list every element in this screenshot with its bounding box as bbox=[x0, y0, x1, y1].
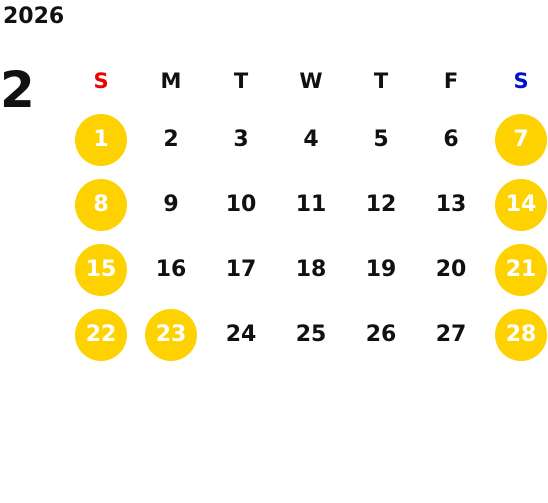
day-cell: 5 bbox=[346, 114, 416, 166]
day-number: 9 bbox=[163, 192, 179, 217]
day-number: 12 bbox=[365, 192, 397, 217]
day-number: 26 bbox=[365, 322, 397, 347]
day-number: 27 bbox=[435, 322, 467, 347]
day-number: 8 bbox=[75, 178, 127, 231]
day-cell: 24 bbox=[206, 309, 276, 361]
day-cell: 11 bbox=[276, 179, 346, 231]
day-number: 11 bbox=[295, 192, 327, 217]
day-cell: 2 bbox=[136, 114, 206, 166]
day-cell: 12 bbox=[346, 179, 416, 231]
day-number: 18 bbox=[295, 257, 327, 282]
day-cell: 15 bbox=[66, 243, 136, 296]
day-cell: 23 bbox=[136, 308, 206, 361]
day-number: 2 bbox=[163, 127, 179, 152]
week-row: 22 23 24 25 26 27 28 bbox=[66, 302, 548, 367]
day-number: 17 bbox=[225, 257, 257, 282]
day-number: 5 bbox=[373, 127, 389, 152]
day-number: 1 bbox=[75, 113, 127, 166]
day-cell: 26 bbox=[346, 309, 416, 361]
week-row: 8 9 10 11 12 13 14 bbox=[66, 172, 548, 237]
day-number: 6 bbox=[443, 127, 459, 152]
day-cell: 20 bbox=[416, 244, 486, 296]
day-cell: 8 bbox=[66, 178, 136, 231]
day-number: 3 bbox=[233, 127, 249, 152]
day-cell: 13 bbox=[416, 179, 486, 231]
day-cell: 14 bbox=[486, 178, 548, 231]
calendar-grid: S M T W T F S 1 2 3 4 5 6 7 8 9 10 11 12… bbox=[66, 55, 548, 367]
day-cell: 16 bbox=[136, 244, 206, 296]
calendar-year: 2026 bbox=[3, 4, 65, 29]
weekday-monday: M bbox=[160, 69, 182, 93]
day-number: 7 bbox=[495, 113, 547, 166]
day-number: 23 bbox=[145, 308, 197, 361]
day-cell: 3 bbox=[206, 114, 276, 166]
weekday-header-row: S M T W T F S bbox=[66, 55, 548, 107]
day-number: 22 bbox=[75, 308, 127, 361]
day-number: 16 bbox=[155, 257, 187, 282]
day-cell: 7 bbox=[486, 113, 548, 166]
weekday-tuesday: T bbox=[233, 69, 249, 93]
week-row: 1 2 3 4 5 6 7 bbox=[66, 107, 548, 172]
day-cell: 6 bbox=[416, 114, 486, 166]
day-cell: 9 bbox=[136, 179, 206, 231]
day-number: 13 bbox=[435, 192, 467, 217]
day-number: 15 bbox=[75, 243, 127, 296]
day-number: 24 bbox=[225, 322, 257, 347]
day-number: 28 bbox=[495, 308, 547, 361]
day-cell: 18 bbox=[276, 244, 346, 296]
day-cell: 21 bbox=[486, 243, 548, 296]
day-number: 10 bbox=[225, 192, 257, 217]
day-number: 4 bbox=[303, 127, 319, 152]
weekday-thursday: T bbox=[373, 69, 389, 93]
weekday-wednesday: W bbox=[299, 69, 323, 93]
weekday-sunday: S bbox=[93, 69, 109, 93]
day-cell: 22 bbox=[66, 308, 136, 361]
day-cell: 25 bbox=[276, 309, 346, 361]
day-cell: 1 bbox=[66, 113, 136, 166]
day-cell: 28 bbox=[486, 308, 548, 361]
day-number: 20 bbox=[435, 257, 467, 282]
calendar-month: 2 bbox=[0, 61, 35, 119]
weekday-saturday: S bbox=[513, 69, 529, 93]
day-cell: 17 bbox=[206, 244, 276, 296]
day-cell: 10 bbox=[206, 179, 276, 231]
day-cell: 27 bbox=[416, 309, 486, 361]
day-number: 25 bbox=[295, 322, 327, 347]
day-cell: 4 bbox=[276, 114, 346, 166]
day-number: 19 bbox=[365, 257, 397, 282]
weekday-friday: F bbox=[443, 69, 459, 93]
week-row: 15 16 17 18 19 20 21 bbox=[66, 237, 548, 302]
day-number: 21 bbox=[495, 243, 547, 296]
day-number: 14 bbox=[495, 178, 547, 231]
day-cell: 19 bbox=[346, 244, 416, 296]
